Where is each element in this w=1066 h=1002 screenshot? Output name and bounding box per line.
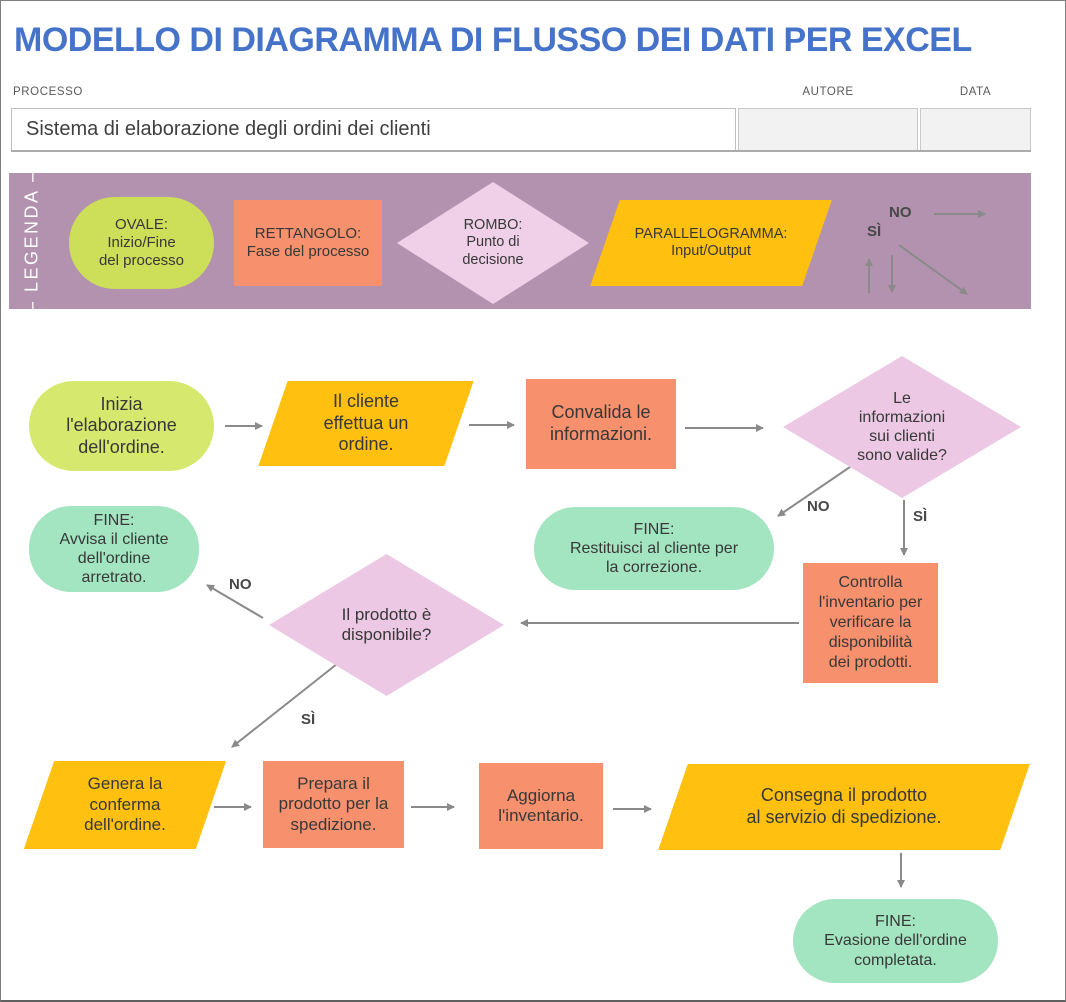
oval-shape bbox=[29, 506, 199, 592]
legend-diamond: ROMBO: Punto di decisione bbox=[397, 182, 589, 304]
flow-node-end-return: FINE: Restituisci al cliente per la corr… bbox=[534, 507, 774, 590]
oval-shape bbox=[29, 381, 214, 471]
author-label: AUTORE bbox=[802, 86, 854, 98]
process-input[interactable]: Sistema di elaborazione degli ordini dei… bbox=[11, 108, 736, 151]
flow-node-end-backorder: FINE: Avvisa il cliente dell'ordine arre… bbox=[29, 506, 199, 592]
flow-node-update-inventory: Aggiorna l'inventario. bbox=[479, 763, 603, 849]
legend-oval: OVALE: Inizio/Fine del processo bbox=[69, 197, 214, 289]
legend-yes-label: SÌ bbox=[867, 223, 882, 240]
rectangle-shape bbox=[263, 761, 404, 848]
flow-node-prepare-shipping: Prepara il prodotto per la spedizione. bbox=[263, 761, 404, 848]
oval-shape bbox=[534, 507, 774, 590]
rectangle-shape bbox=[526, 379, 676, 469]
oval-shape bbox=[69, 197, 214, 289]
edge-label-yes-info: SÌ bbox=[913, 508, 928, 525]
edge-label-no-info: NO bbox=[807, 498, 830, 515]
legend-vertical-label: – LEGENDA – bbox=[21, 169, 42, 313]
flow-node-product-available: Il prodotto è disponibile? bbox=[269, 554, 504, 696]
form-row-underline bbox=[11, 150, 1031, 152]
edge-label-yes-product: SÌ bbox=[301, 711, 316, 728]
oval-shape bbox=[793, 899, 998, 983]
process-label: PROCESSO bbox=[13, 86, 83, 98]
rectangle-shape bbox=[803, 563, 938, 683]
rectangle-shape bbox=[234, 200, 382, 286]
flow-node-validate: Convalida le informazioni. bbox=[526, 379, 676, 469]
flow-node-customer-order: Il cliente effettua un ordine. bbox=[258, 381, 474, 466]
date-label: DATA bbox=[959, 86, 992, 98]
author-input[interactable] bbox=[738, 108, 918, 151]
edge-label-no-product: NO bbox=[229, 576, 252, 593]
flow-node-generate-confirmation: Genera la conferma dell'ordine. bbox=[23, 761, 227, 849]
date-input[interactable] bbox=[920, 108, 1031, 151]
flow-node-info-valid: Le informazioni sui clienti sono valide? bbox=[783, 356, 1021, 498]
legend-no-label: NO bbox=[889, 204, 912, 221]
flow-node-check-inventory: Controlla l'inventario per verificare la… bbox=[803, 563, 938, 683]
flow-node-deliver-shipping: Consegna il prodotto al servizio di sped… bbox=[658, 764, 1030, 850]
flow-node-start: Inizia l'elaborazione dell'ordine. bbox=[29, 381, 214, 471]
rectangle-shape bbox=[479, 763, 603, 849]
legend-parallelogram: PARALLELOGRAMMA: Input/Output bbox=[590, 200, 832, 286]
process-value: Sistema di elaborazione degli ordini dei… bbox=[26, 118, 431, 140]
legend-rectangle: RETTANGOLO: Fase del processo bbox=[234, 200, 382, 286]
page-title: MODELLO DI DIAGRAMMA DI FLUSSO DEI DATI … bbox=[14, 21, 972, 59]
flow-node-end-complete: FINE: Evasione dell'ordine completata. bbox=[793, 899, 998, 983]
